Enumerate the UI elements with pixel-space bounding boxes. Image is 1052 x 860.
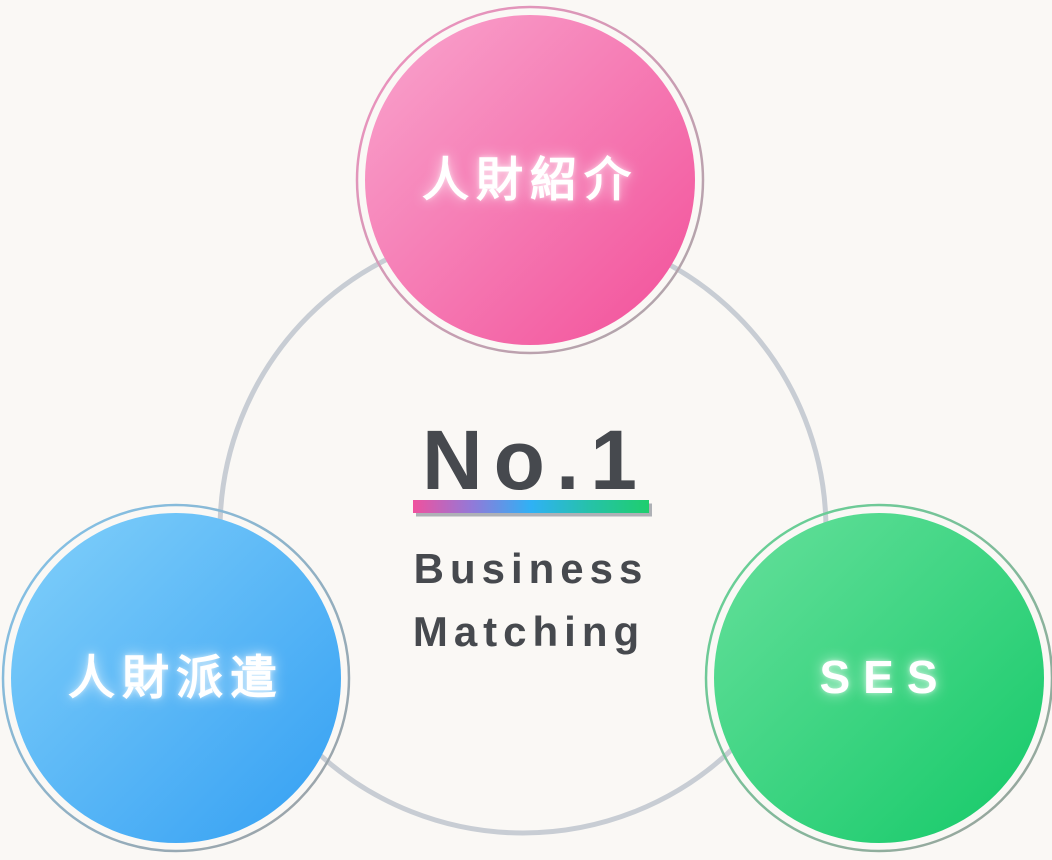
center-title: No.1 bbox=[422, 413, 648, 507]
node-circle bbox=[365, 15, 695, 345]
center-subtitle-line2: Matching bbox=[413, 608, 645, 655]
node-circle bbox=[11, 513, 341, 843]
node-ses: SES bbox=[704, 503, 1052, 853]
node-jinzai-haken: 人財派遣 bbox=[1, 503, 351, 853]
node-label: SES bbox=[819, 651, 950, 703]
center-subtitle-line1: Business bbox=[414, 545, 649, 592]
node-outer-ring bbox=[1, 503, 351, 853]
node-circle bbox=[714, 513, 1044, 843]
node-outer-ring bbox=[704, 503, 1052, 853]
node-outer-ring bbox=[355, 5, 705, 355]
gradient-bar bbox=[413, 500, 649, 513]
node-label: 人財派遣 bbox=[68, 651, 284, 704]
center-label-group: No.1 Business Matching bbox=[413, 413, 652, 655]
node-jinzai-shokai: 人財紹介 bbox=[355, 5, 705, 355]
node-label: 人財紹介 bbox=[422, 153, 638, 206]
